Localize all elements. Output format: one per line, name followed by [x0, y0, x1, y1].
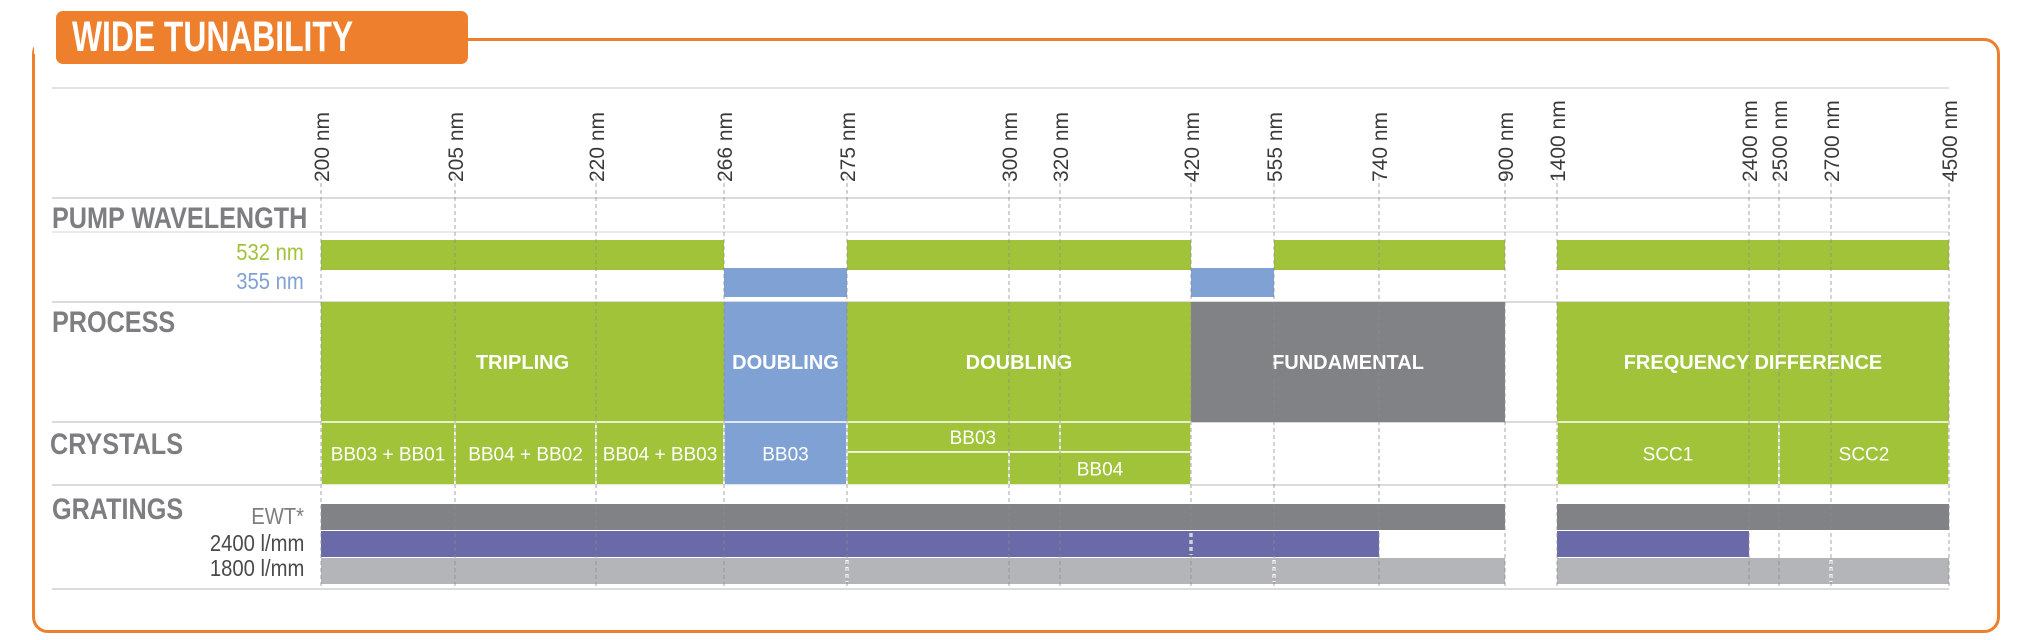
crystal-label-bb03: BB03	[950, 428, 996, 449]
process-label-doubling: DOUBLING	[966, 352, 1073, 374]
crystal-label-bb03: BB03	[762, 445, 808, 466]
process-label-frequency-difference: FREQUENCY DIFFERENCE	[1624, 352, 1883, 374]
process-label-doubling: DOUBLING	[732, 352, 839, 374]
row-label-355: 355 nm	[236, 268, 304, 294]
tick-label: 320 nm	[1050, 112, 1073, 182]
crystal-label-bb04-bb02: BB04 + BB02	[468, 445, 583, 466]
tick-label: 300 nm	[999, 112, 1022, 182]
crystal-cell-bb03	[846, 421, 1192, 453]
process-label-fundamental: FUNDAMENTAL	[1272, 352, 1424, 374]
process-block-doubling	[847, 302, 1191, 422]
pump-532-bar	[1557, 240, 1949, 270]
section-label-pump: PUMP WAVELENGTH	[52, 202, 308, 235]
title-badge: WIDE TUNABILITY	[56, 11, 468, 64]
tick-label: 900 nm	[1495, 112, 1518, 182]
tick-label: 2500 nm	[1769, 100, 1792, 182]
tick-label: 740 nm	[1369, 112, 1392, 182]
crystal-cell-bb04-bb03	[595, 421, 725, 486]
crystal-cell-scc1	[1556, 421, 1780, 486]
row-label-ewt: EWT*	[251, 503, 304, 529]
pump-355-bar	[724, 268, 847, 297]
tick-label: 220 nm	[586, 112, 609, 182]
process-block-doubling	[724, 302, 847, 422]
crystal-cell-bb04	[846, 451, 1192, 486]
process-block-frequency-difference	[1557, 302, 1949, 422]
crystal-label-bb03-bb01: BB03 + BB01	[331, 445, 446, 466]
process-block-fundamental	[1191, 302, 1505, 422]
section-label-process: PROCESS	[52, 306, 176, 339]
tick-label: 2700 nm	[1821, 100, 1844, 182]
crystal-label-bb04: BB04	[1077, 460, 1124, 481]
tick-label: 1400 nm	[1547, 100, 1570, 182]
tick-label: 205 nm	[445, 112, 468, 182]
tick-label: 4500 nm	[1939, 100, 1962, 182]
tunability-frame	[32, 38, 2000, 633]
tick-label: 275 nm	[837, 112, 860, 182]
crystal-cell-scc2	[1778, 421, 1950, 486]
grating-1800-bar	[321, 558, 1505, 584]
pump-532-bar	[1274, 240, 1505, 270]
process-label-tripling: TRIPLING	[476, 352, 569, 374]
tick-label: 420 nm	[1181, 112, 1204, 182]
crystal-cell-bb03-bb01	[320, 421, 456, 486]
grating-1800-bar	[1557, 558, 1949, 584]
section-label-gratings: GRATINGS	[52, 493, 184, 526]
pump-532-bar	[847, 240, 1191, 270]
tick-label: 266 nm	[714, 112, 737, 182]
grating-2400-bar	[321, 531, 1379, 557]
crystal-label-scc1: SCC1	[1643, 445, 1694, 466]
crystal-label-bb04-bb03: BB04 + BB03	[603, 445, 718, 466]
tick-label: 555 nm	[1264, 112, 1287, 182]
pump-532-bar	[321, 240, 724, 270]
grating-2400-bar	[1557, 531, 1749, 557]
tick-label: 2400 nm	[1739, 100, 1762, 182]
row-label-2400: 2400 l/mm	[209, 530, 304, 556]
page-title: WIDE TUNABILITY	[72, 13, 354, 61]
row-label-532: 532 nm	[236, 239, 304, 265]
grating-ewt-bar	[1557, 504, 1949, 530]
crystal-cell-bb03	[723, 421, 848, 486]
crystal-label-scc2: SCC2	[1839, 445, 1890, 466]
process-block-tripling	[321, 302, 724, 422]
grating-ewt-bar	[321, 504, 1505, 530]
pump-355-bar	[1191, 268, 1274, 297]
row-label-1800: 1800 l/mm	[209, 555, 304, 581]
section-label-crystals: CRYSTALS	[50, 428, 184, 461]
tick-label: 200 nm	[311, 112, 334, 182]
